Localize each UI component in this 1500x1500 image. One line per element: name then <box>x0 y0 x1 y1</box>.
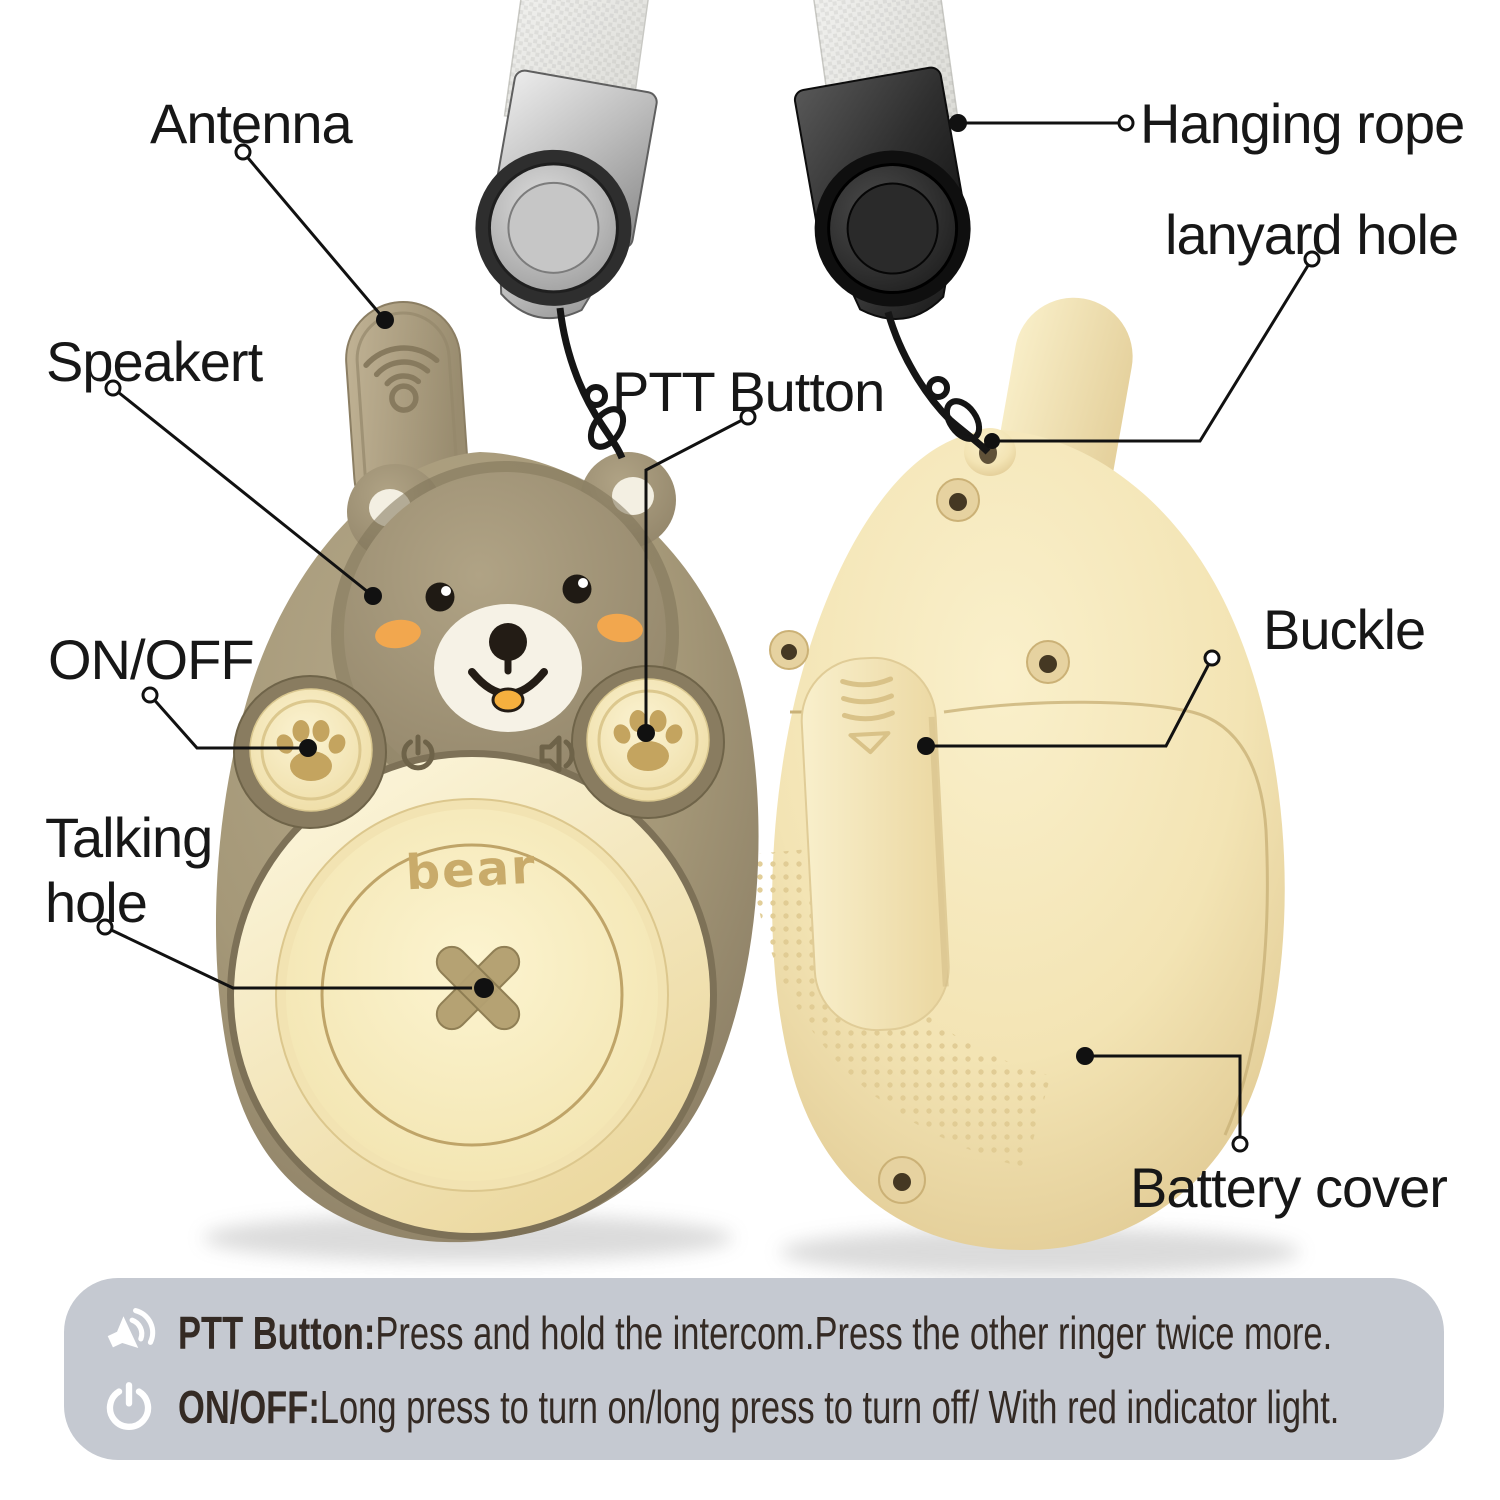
power-icon <box>401 734 435 771</box>
instruction-row-ptt: PTT Button:Press and hold the intercom.P… <box>94 1296 1500 1370</box>
instruction-body-onoff: Long press to turn on/long press to turn… <box>319 1381 1340 1433</box>
ptt-paw-button <box>571 665 725 819</box>
left-lanyard-hook <box>556 307 627 460</box>
label-hanging-rope: Hanging rope <box>1140 92 1465 155</box>
bear-cheek <box>597 613 643 643</box>
antenna-signal-icon <box>363 345 440 413</box>
paw-print-icon <box>613 710 683 771</box>
label-talking-hole: Talking hole <box>45 806 213 936</box>
instruction-text-ptt: PTT Button:Press and hold the intercom.P… <box>178 1306 1332 1360</box>
label-on-off: ON/OFF <box>48 628 255 691</box>
screw <box>878 1156 926 1204</box>
right-lanyard-clip <box>793 66 971 321</box>
bear-tongue <box>491 687 525 713</box>
walkie-talkie-front-view: bear <box>215 301 759 1243</box>
label-lanyard-hole: lanyard hole <box>1165 203 1459 266</box>
bear-eye <box>425 582 455 612</box>
bear-cheek <box>375 619 421 649</box>
screw <box>936 478 980 522</box>
callout-leader-lines <box>104 121 1314 1144</box>
label-battery-cover: Battery cover <box>1130 1156 1448 1219</box>
instruction-label-ptt: PTT Button: <box>178 1307 376 1359</box>
callout-endpoints <box>96 114 1321 1153</box>
screw <box>1026 640 1070 684</box>
instruction-body-ptt: Press and hold the intercom.Press the ot… <box>375 1307 1333 1359</box>
bear-ear-inner <box>612 477 654 515</box>
label-buckle: Buckle <box>1263 598 1426 661</box>
left-lanyard-clip <box>475 69 658 320</box>
instruction-row-onoff: ON/OFF:Long press to turn on/long press … <box>94 1370 1500 1444</box>
label-speaker: Speakert <box>46 330 263 393</box>
bear-eye <box>562 574 592 604</box>
instruction-text-onoff: ON/OFF:Long press to turn on/long press … <box>178 1380 1339 1434</box>
instruction-panel: PTT Button:Press and hold the intercom.P… <box>64 1278 1444 1460</box>
label-talking-hole-line1: Talking <box>45 806 213 869</box>
buckle-clip <box>800 656 950 1032</box>
bear-nose <box>489 623 527 661</box>
speaker-wave-icon <box>94 1301 164 1365</box>
brand-text: bear <box>404 839 538 902</box>
volume-icon <box>539 735 575 773</box>
power-icon <box>94 1375 164 1439</box>
label-talking-hole-line2: hole <box>45 870 148 934</box>
walkie-talkie-back-view <box>750 297 1285 1251</box>
screw <box>769 630 809 670</box>
right-lanyard-hook <box>884 311 991 455</box>
label-antenna: Antenna <box>150 92 353 155</box>
callout-dots <box>299 114 1094 1065</box>
instruction-label-onoff: ON/OFF: <box>178 1381 320 1433</box>
label-ptt-button: PTT Button <box>612 360 885 423</box>
